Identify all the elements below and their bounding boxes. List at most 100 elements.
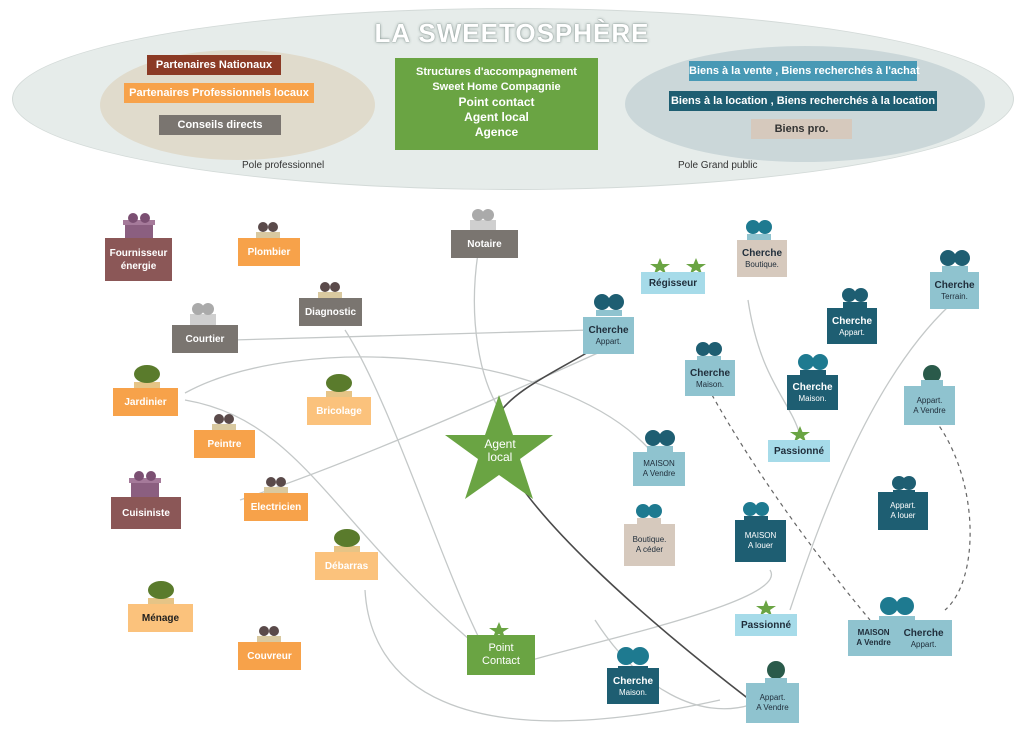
- bow-icon: [257, 626, 281, 644]
- cherche-label: Cherche: [741, 248, 782, 259]
- node-appart-a-louer: Appart. A louer: [878, 492, 928, 530]
- cherche-label: Cherche: [689, 367, 730, 379]
- center-structures-box: Structures d'accompagnement Sweet Home C…: [395, 58, 598, 150]
- gift-icon: [190, 303, 216, 326]
- fournisseur-line2: énergie: [120, 260, 157, 272]
- center-line-4: Agent local: [464, 110, 529, 124]
- jardinier-label: Jardinier: [124, 396, 167, 408]
- node-maison-a-vendre-1: MAISON A Vendre: [633, 452, 685, 486]
- node-notaire: Notaire: [451, 230, 518, 258]
- a-ceder-label: A céder: [635, 545, 664, 554]
- node-peintre: Peintre: [194, 430, 255, 458]
- bow-icon: [256, 222, 280, 240]
- star-icon: [650, 258, 706, 274]
- maison-label: Maison.: [618, 687, 647, 697]
- node-maison-a-louer: MAISON A louer: [735, 520, 786, 562]
- agent-local-line1: Agent: [484, 437, 516, 451]
- maison-label: Maison.: [798, 394, 827, 403]
- cherche-label: Cherche: [831, 315, 872, 327]
- plombier-label: Plombier: [247, 246, 291, 258]
- cherche-label: Cherche: [588, 325, 629, 336]
- diagram-title: LA SWEETOSPHÈRE: [374, 18, 650, 48]
- maison-caps-label: MAISON: [857, 628, 890, 637]
- node-appart-a-vendre-1: Appart. A Vendre: [904, 386, 955, 425]
- gift-icon: [470, 209, 496, 232]
- node-diagnostic: Diagnostic: [299, 298, 362, 326]
- point-contact-node: Point Contact: [467, 635, 535, 675]
- maison-label: Maison.: [695, 379, 724, 389]
- cherche-label: Cherche: [903, 627, 944, 639]
- pole-public-label: Pole Grand public: [678, 160, 758, 171]
- bricolage-label: Bricolage: [316, 405, 362, 417]
- center-line-2: Sweet Home Compagnie: [432, 81, 561, 93]
- node-cherche-boutique: Cherche Boutique.: [737, 240, 787, 277]
- node-menage: Ménage: [128, 604, 193, 632]
- a-louer-label: A louer: [890, 511, 916, 520]
- star-icon: [790, 426, 810, 442]
- tag-partenaires-nationaux: Partenaires Nationaux: [147, 55, 281, 75]
- ribbon-bow-icon: [743, 502, 769, 522]
- a-vendre-label: A Vendre: [642, 469, 676, 478]
- point-contact-line1: Point: [488, 642, 514, 654]
- ribbon-bow-icon: [746, 220, 772, 240]
- cuisiniste-label: Cuisiniste: [122, 507, 170, 519]
- regisseur-label: Régisseur: [648, 277, 698, 289]
- appart-label: Appart.: [916, 395, 943, 405]
- node-maison-vendre-cherche-appart: MAISON A Vendre Cherche Appart.: [848, 620, 952, 656]
- a-vendre-label: A Vendre: [756, 703, 789, 712]
- agent-local-line2: local: [487, 450, 513, 464]
- appart-label: Appart.: [910, 639, 937, 649]
- maison-caps-label: MAISON: [643, 459, 675, 468]
- tag-biens-vente: Biens à la vente , Biens recherchés à l'…: [689, 61, 920, 81]
- node-boutique-a-ceder: Boutique. A céder: [624, 524, 675, 566]
- electricien-label: Electricien: [250, 501, 302, 513]
- plant-icon: [134, 365, 160, 390]
- notaire-label: Notaire: [467, 238, 502, 250]
- center-line-3: Point contact: [458, 95, 535, 109]
- plant-icon: [148, 581, 174, 606]
- node-plombier: Plombier: [238, 238, 300, 266]
- cherche-appart-part: Cherche Appart.: [904, 627, 944, 650]
- agent-local-star: [445, 395, 553, 499]
- node-passionne-2: Passionné: [735, 614, 797, 636]
- peintre-label: Peintre: [207, 438, 242, 450]
- a-vendre-label: A Vendre: [913, 405, 946, 415]
- bow-icon: [264, 477, 288, 495]
- boutique-cap-label: Boutique.: [632, 535, 667, 544]
- boutique-label: Boutique.: [745, 260, 779, 269]
- plant-icon: [326, 374, 352, 399]
- ribbon-bow-icon: [798, 354, 828, 376]
- appart-label: Appart.: [890, 501, 916, 510]
- point-contact-star-icon: [489, 622, 509, 638]
- node-regisseur: Régisseur: [641, 272, 705, 294]
- fournisseur-line1: Fournisseur: [109, 247, 168, 259]
- bow-icon: [318, 282, 342, 300]
- node-appart-a-vendre-2: Appart. A Vendre: [746, 683, 799, 723]
- courtier-label: Courtier: [185, 333, 225, 345]
- ribbon-bow-icon: [594, 294, 624, 316]
- ribbon-bow-icon: [636, 504, 662, 524]
- node-cherche-maison-1: Cherche Maison.: [685, 360, 735, 396]
- node-passionne-1: Passionné: [768, 440, 830, 462]
- center-line-5: Agence: [474, 125, 519, 139]
- maison-caps-label: MAISON: [744, 531, 777, 540]
- node-cherche-appart-1: Cherche Appart.: [583, 317, 634, 354]
- appart-label: Appart.: [839, 327, 865, 337]
- gift-icon: [129, 471, 161, 498]
- pole-pro-label: Pole professionnel: [242, 160, 325, 171]
- a-vendre-label: A Vendre: [856, 638, 891, 647]
- ribbon-bow-icon: [645, 430, 675, 452]
- node-couvreur: Couvreur: [238, 642, 301, 670]
- point-contact-line2: Contact: [482, 655, 520, 667]
- star-icon: [756, 600, 776, 616]
- node-electricien: Electricien: [244, 493, 308, 521]
- menage-label: Ménage: [141, 612, 180, 624]
- debarras-label: Débarras: [324, 560, 369, 572]
- agent-local-label: Agent local: [470, 434, 530, 468]
- passionne-label: Passionné: [740, 619, 792, 631]
- node-courtier: Courtier: [172, 325, 238, 353]
- terrain-label: Terrain.: [941, 292, 968, 301]
- center-line-1: Structures d'accompagnement: [416, 66, 577, 78]
- tag-conseils-directs: Conseils directs: [159, 115, 281, 135]
- ribbon-bow-icon: [765, 661, 787, 684]
